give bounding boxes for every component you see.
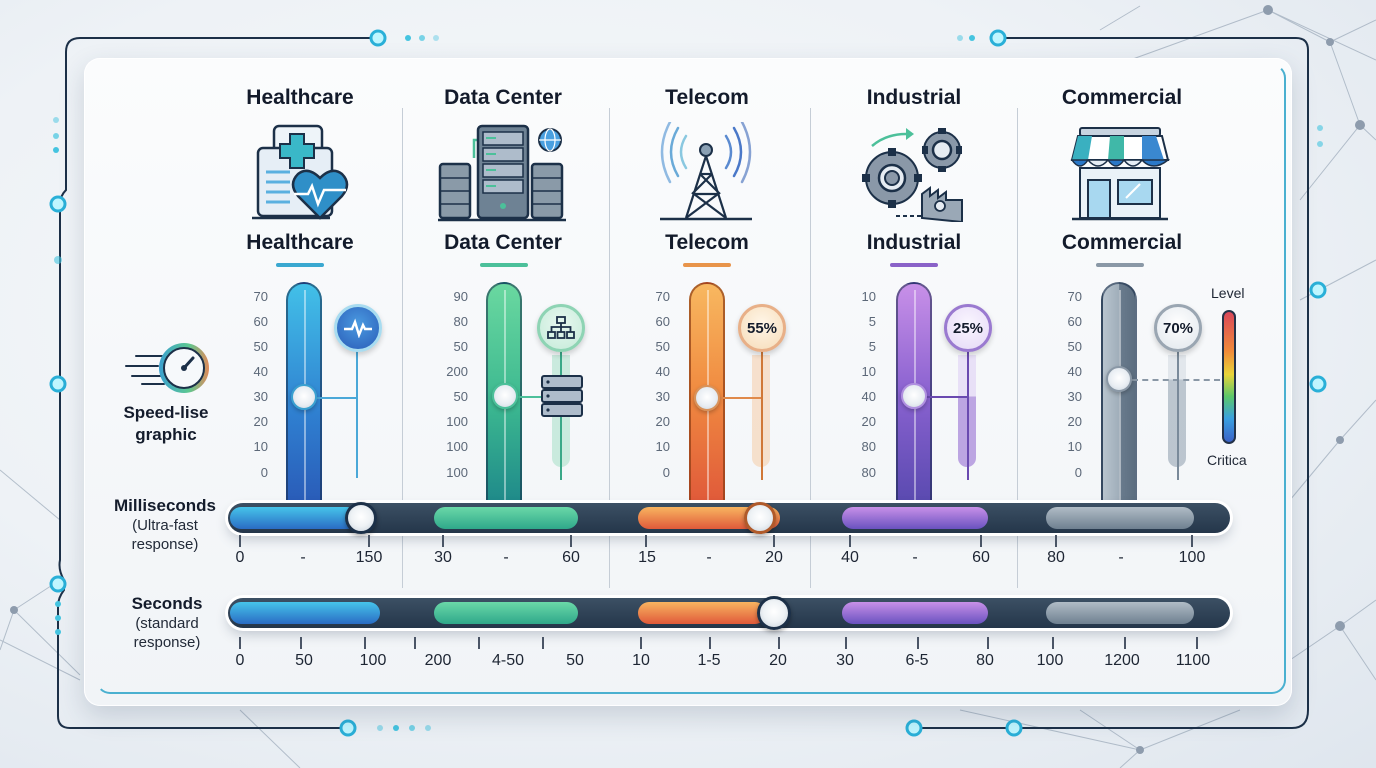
server-stack-icon xyxy=(541,375,583,422)
range-segment-industrial xyxy=(842,602,988,624)
range-slider-handle[interactable] xyxy=(345,502,377,534)
category-underline xyxy=(683,263,731,267)
column-divider xyxy=(810,108,811,588)
server-rack-icon xyxy=(438,124,568,227)
range-segment-data-center xyxy=(434,507,578,529)
pulse-icon xyxy=(334,304,382,352)
gauge-knob[interactable] xyxy=(291,384,317,410)
gauge-connector xyxy=(316,397,358,399)
gauge-knob[interactable] xyxy=(492,383,518,409)
range-track[interactable] xyxy=(228,598,1230,628)
gauge-connector xyxy=(720,397,762,399)
gauge-knob[interactable] xyxy=(694,385,720,411)
gauge-knob[interactable] xyxy=(1106,366,1132,392)
category-title: Industrial xyxy=(866,86,962,109)
gauge-stem xyxy=(356,350,358,478)
level-legend-gradient xyxy=(1222,310,1236,444)
gauge-knob[interactable] xyxy=(901,383,927,409)
range-track[interactable] xyxy=(228,503,1230,533)
hospital-heart-icon xyxy=(250,124,350,227)
category-underline xyxy=(890,263,938,267)
category-subtitle: Telecom xyxy=(665,231,749,254)
speedometer-icon xyxy=(122,338,212,403)
gauge-connector xyxy=(926,396,968,398)
column-divider xyxy=(402,108,403,588)
range-slider-handle[interactable] xyxy=(744,502,776,534)
range-segment-telecom xyxy=(638,602,766,624)
row-label: Milliseconds (Ultra-fast response) xyxy=(113,496,217,553)
storefront-icon xyxy=(1070,126,1171,227)
vertical-gauge-bar xyxy=(1101,282,1137,502)
category-underline xyxy=(1096,263,1144,267)
category-title: Healthcare xyxy=(246,86,354,109)
category-title: Telecom xyxy=(665,86,749,109)
network-icon xyxy=(537,304,585,352)
gauge-stem xyxy=(967,350,969,480)
range-segment-healthcare xyxy=(230,507,358,529)
category-subtitle: Healthcare xyxy=(246,231,354,254)
category-subtitle: Industrial xyxy=(866,231,962,254)
percent-badge: 70% xyxy=(1154,304,1202,352)
gauge-stem xyxy=(1177,350,1179,480)
range-segment-healthcare xyxy=(230,602,380,624)
cell-tower-icon xyxy=(656,120,756,227)
row-label: Seconds (standard response) xyxy=(131,594,203,651)
range-segment-commercial xyxy=(1046,507,1194,529)
category-subtitle: Data Center xyxy=(444,231,562,254)
gauge-connector xyxy=(516,396,544,398)
range-slider-handle[interactable] xyxy=(757,596,791,630)
range-segment-commercial xyxy=(1046,602,1194,624)
range-segment-industrial xyxy=(842,507,988,529)
column-divider xyxy=(1017,108,1018,588)
category-underline xyxy=(480,263,528,267)
gears-factory-icon xyxy=(856,124,968,227)
column-divider xyxy=(609,108,610,588)
category-title: Data Center xyxy=(444,86,562,109)
category-subtitle: Commercial xyxy=(1061,231,1183,254)
percent-badge: 25% xyxy=(944,304,992,352)
percent-badge: 55% xyxy=(738,304,786,352)
category-underline xyxy=(276,263,324,267)
legend-bottom-label: Critica xyxy=(1207,452,1247,468)
gauge-stem xyxy=(761,350,763,480)
speed-graphic-label: Speed-lise graphic xyxy=(123,403,209,444)
gauge-connector-dashed xyxy=(1132,379,1220,381)
legend-top-label: Level xyxy=(1211,285,1245,301)
category-title: Commercial xyxy=(1061,86,1183,109)
range-segment-data-center xyxy=(434,602,578,624)
